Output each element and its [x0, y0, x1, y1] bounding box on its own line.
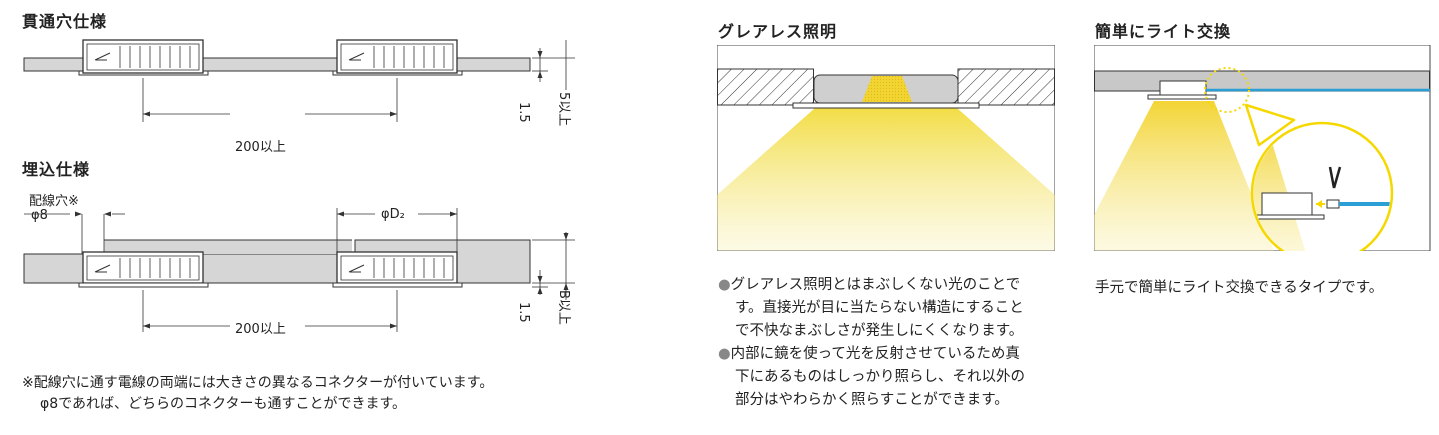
- fixture-2: [332, 39, 463, 76]
- through-hole-title: 貫通穴仕様: [22, 12, 108, 31]
- fixture-1: [78, 39, 209, 76]
- embedded-thickness-label: 1.5: [516, 302, 531, 323]
- embedded-fixture-1: [78, 255, 209, 288]
- zoom-circle-small: [1204, 67, 1250, 113]
- through-hole-diagram: [23, 39, 575, 122]
- embedded-fixture-2: [332, 255, 463, 288]
- embedded-title: 埋込仕様: [22, 160, 91, 179]
- glare-bullet-2: ●内部に鏡を使って光を反射させているため真 下にあるものはしっかり照らし、それ以…: [718, 346, 1025, 408]
- footnote: ※配線穴に通す電線の両端には大きさの異なるコネクターが付いています。 φ8であれ…: [22, 373, 493, 415]
- glare-bullets: ●グレアレス照明とはまぶしくない光のことで す。直接光が目に当たらない構造にする…: [718, 274, 1025, 412]
- embedded-spacing-label: 200以上: [235, 322, 286, 337]
- through-thickness-label: 1.5: [516, 102, 531, 123]
- embedded-depth-label: B以上: [556, 290, 571, 325]
- embedded-diagram: [23, 208, 575, 332]
- bullet-dot: ●: [718, 277, 731, 293]
- through-spacing-label: 200以上: [235, 140, 286, 155]
- glare-illustration: [717, 45, 1055, 251]
- glare-bullet-1: ●グレアレス照明とはまぶしくない光のことで す。直接光が目に当たらない構造にする…: [718, 277, 1024, 339]
- light-beam: [717, 108, 1055, 251]
- ceiling: [1094, 70, 1430, 92]
- footnote-line-1: ※配線穴に通す電線の両端には大きさの異なるコネクターが付いています。: [22, 375, 494, 391]
- glare-title: グレアレス照明: [718, 22, 838, 41]
- wiring-hole-diameter: φ8: [31, 208, 48, 223]
- footnote-line-2: φ8であれば、どちらのコネクターも通すことができます。: [40, 396, 407, 412]
- swap-title: 簡単にライト交換: [1095, 22, 1232, 41]
- swap-illustration: [1094, 45, 1431, 251]
- bullet-dot: ●: [718, 346, 731, 362]
- wiring-hole-label: 配線穴※: [29, 194, 79, 209]
- through-depth-label: 5以上: [556, 92, 571, 127]
- swap-light-beam: [1094, 101, 1274, 251]
- diameter-label: φD₂: [381, 207, 405, 222]
- swap-caption: 手元で簡単にライト交換できるタイプです。: [1095, 280, 1384, 296]
